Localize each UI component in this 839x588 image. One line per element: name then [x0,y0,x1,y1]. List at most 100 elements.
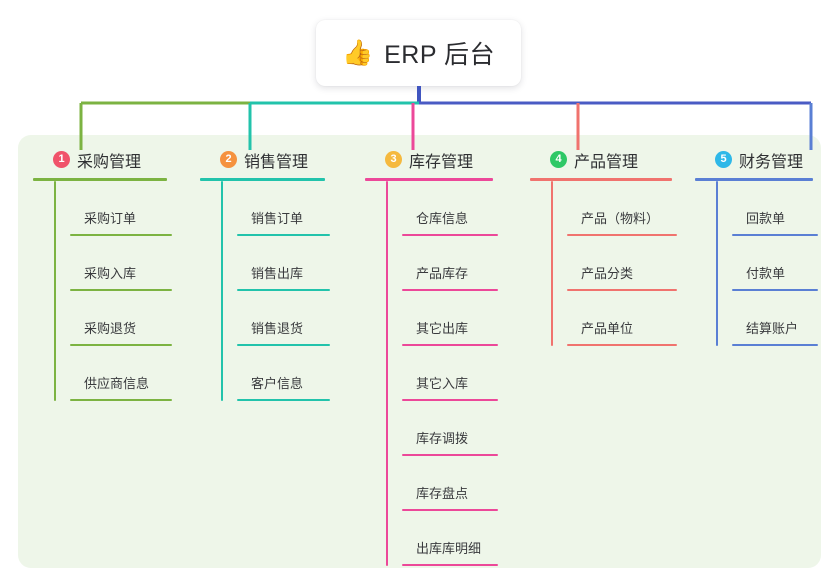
branch-number-badge: 2 [220,151,237,168]
branch-title: 财务管理 [739,153,804,171]
leaf-item[interactable]: 客户信息 [237,346,330,401]
branch-title: 库存管理 [409,153,474,171]
leaf-item-label: 回款单 [746,211,786,226]
root-node[interactable]: 👍 ERP 后台 [316,20,521,86]
leaf-item-label: 其它入库 [416,376,469,391]
branch-underline [200,178,325,181]
leaf-item-label: 库存调拨 [416,431,469,446]
branch-header-4[interactable]: 4 产品管理 [530,147,672,172]
branch-title: 采购管理 [77,153,142,171]
leaf-item-label: 采购订单 [84,211,137,226]
branch-spine [386,181,388,566]
leaf-item-label: 产品单位 [581,321,634,336]
leaf-item[interactable]: 结算账户 [732,291,818,346]
branch-spine [551,181,553,346]
leaf-item-label: 采购退货 [84,321,137,336]
leaf-item-label: 产品库存 [416,266,469,281]
branch-column-2: 2 销售管理销售订单销售出库销售退货客户信息 [200,147,330,401]
leaf-item[interactable]: 销售订单 [237,181,330,236]
leaf-item-underline [70,234,172,236]
leaf-item-underline [237,234,330,236]
leaf-item[interactable]: 库存盘点 [402,456,498,511]
leaf-item[interactable]: 仓库信息 [402,181,498,236]
leaf-item[interactable]: 产品（物料） [567,181,677,236]
branch-header-5[interactable]: 5 财务管理 [695,147,813,172]
branch-item-list: 仓库信息产品库存其它出库其它入库库存调拨库存盘点出库库明细 [386,181,498,566]
leaf-item-underline [237,289,330,291]
branch-title: 产品管理 [574,153,639,171]
branch-item-list: 采购订单采购入库采购退货供应商信息 [54,181,172,401]
leaf-item[interactable]: 采购退货 [70,291,172,346]
leaf-item-underline [70,289,172,291]
leaf-item-label: 库存盘点 [416,486,469,501]
leaf-item[interactable]: 库存调拨 [402,401,498,456]
branch-header-3[interactable]: 3 库存管理 [365,147,493,172]
branch-item-list: 回款单付款单结算账户 [716,181,818,346]
leaf-item-label: 采购入库 [84,266,137,281]
leaf-item[interactable]: 产品分类 [567,236,677,291]
leaf-item-label: 结算账户 [746,321,799,336]
leaf-item-underline [402,564,498,566]
leaf-item[interactable]: 付款单 [732,236,818,291]
leaf-item[interactable]: 销售出库 [237,236,330,291]
leaf-item[interactable]: 回款单 [732,181,818,236]
leaf-item-label: 出库库明细 [416,541,482,556]
leaf-item-underline [732,344,818,346]
leaf-item-underline [402,399,498,401]
leaf-item[interactable]: 供应商信息 [70,346,172,401]
branch-column-1: 1 采购管理采购订单采购入库采购退货供应商信息 [33,147,172,401]
branch-header-2[interactable]: 2 销售管理 [200,147,325,172]
leaf-item-underline [402,234,498,236]
leaf-item[interactable]: 采购入库 [70,236,172,291]
branch-title: 销售管理 [244,153,309,171]
leaf-item-label: 供应商信息 [84,376,150,391]
branch-spine [716,181,718,346]
leaf-item-underline [732,289,818,291]
branch-column-3: 3 库存管理仓库信息产品库存其它出库其它入库库存调拨库存盘点出库库明细 [365,147,498,566]
branch-underline [530,178,672,181]
leaf-item[interactable]: 采购订单 [70,181,172,236]
leaf-item-label: 其它出库 [416,321,469,336]
thumbs-up-icon: 👍 [341,38,374,67]
branch-column-4: 4 产品管理产品（物料） 产品分类产品单位 [530,147,677,346]
leaf-item-underline [402,344,498,346]
leaf-item-label: 产品分类 [581,266,634,281]
leaf-item-label: 产品（物料） [581,211,660,226]
leaf-item-underline [237,344,330,346]
diagram-panel [18,135,821,568]
branch-spine [54,181,56,401]
leaf-item[interactable]: 其它入库 [402,346,498,401]
branch-number-badge: 5 [715,151,732,168]
branch-header-1[interactable]: 1 采购管理 [33,147,167,172]
leaf-item[interactable]: 其它出库 [402,291,498,346]
leaf-item-underline [237,399,330,401]
leaf-item[interactable]: 产品单位 [567,291,677,346]
leaf-item-label: 销售出库 [251,266,304,281]
leaf-item-label: 仓库信息 [416,211,469,226]
leaf-item-label: 销售退货 [251,321,304,336]
leaf-item-underline [567,344,677,346]
branch-number-badge: 4 [550,151,567,168]
branch-item-list: 产品（物料） 产品分类产品单位 [551,181,677,346]
leaf-item-underline [402,454,498,456]
branch-spine [221,181,223,401]
leaf-item-underline [70,344,172,346]
leaf-item-underline [402,509,498,511]
leaf-item-underline [567,289,677,291]
leaf-item-underline [70,399,172,401]
leaf-item[interactable]: 销售退货 [237,291,330,346]
leaf-item[interactable]: 产品库存 [402,236,498,291]
leaf-item-label: 客户信息 [251,376,304,391]
branch-column-5: 5 财务管理回款单付款单结算账户 [695,147,818,346]
leaf-item[interactable]: 出库库明细 [402,511,498,566]
branch-underline [365,178,493,181]
branch-item-list: 销售订单销售出库销售退货客户信息 [221,181,330,401]
leaf-item-underline [402,289,498,291]
leaf-item-underline [732,234,818,236]
branch-number-badge: 1 [53,151,70,168]
branch-number-badge: 3 [385,151,402,168]
root-title: ERP 后台 [384,41,496,69]
leaf-item-label: 销售订单 [251,211,304,226]
branch-underline [695,178,813,181]
